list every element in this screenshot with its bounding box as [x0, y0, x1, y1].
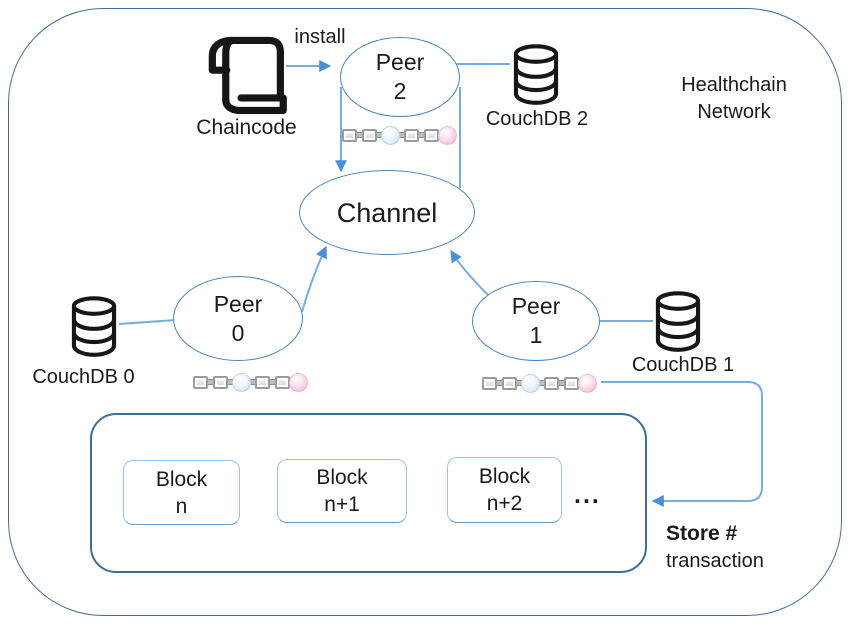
chain-link-icon [404, 128, 419, 142]
chain-pin-icon [419, 132, 424, 138]
database-icon [655, 291, 701, 352]
couchdb-2-node [508, 44, 564, 111]
chain-link-icon [564, 376, 579, 390]
network-name-line1: Healthchain [681, 74, 787, 96]
chain-ball-pink-icon [289, 372, 308, 392]
database-icon [513, 44, 559, 105]
blocks-ellipsis: ... [574, 481, 601, 509]
blockchain-chain-icon [193, 372, 308, 392]
chain-ball-pink-icon [578, 373, 597, 393]
chain-link-icon [482, 376, 497, 390]
chain-pin-icon [208, 379, 213, 385]
store-transaction-note: Store # transaction [666, 520, 806, 574]
chain-pin-icon [250, 379, 255, 385]
peer0-to-channel-arrow [301, 245, 327, 313]
chain-pin-icon [559, 380, 564, 386]
peer-0-name-line1: Peer [213, 290, 263, 317]
network-name: Healthchain Network [650, 72, 818, 126]
chain-link-icon [255, 375, 270, 389]
chain-ball-blue-icon [232, 372, 251, 392]
block-n-line1: Block [155, 467, 208, 491]
chain-pin-icon [497, 380, 502, 386]
chain-link-icon [424, 128, 439, 142]
install-label: install [294, 26, 346, 48]
chain-pin-icon [357, 132, 362, 138]
peer1-to-channel-arrow [450, 249, 489, 296]
block-n-line2: n [175, 494, 188, 518]
peer-0-node: Peer 0 [173, 276, 303, 361]
chain-link-icon [213, 375, 228, 389]
chain-ball-blue-icon [381, 125, 400, 145]
chain-ball-blue-icon [521, 373, 540, 393]
chain-pin-icon [228, 379, 233, 385]
block-n1-line2: n+1 [324, 493, 360, 516]
chain-link-icon [193, 375, 208, 389]
chain-link-icon [342, 128, 357, 142]
block-n1: Block n+1 [277, 459, 407, 523]
chain-pin-icon [517, 380, 522, 386]
peer-2-name-line2: 2 [393, 78, 407, 104]
channel-label: Channel [336, 197, 438, 228]
chaincode-label: Chaincode [196, 116, 297, 139]
blockchain-chain-icon [482, 373, 597, 393]
peer-2-node: Peer 2 [340, 37, 460, 117]
network-name-line2: Network [697, 101, 771, 123]
block-n2-line1: Block [478, 465, 531, 488]
couchdb-0-node [66, 296, 122, 363]
chain-pin-icon [377, 132, 382, 138]
network-boundary [8, 8, 842, 616]
chain-ball-pink-icon [438, 125, 457, 145]
channel-node: Channel [299, 170, 475, 255]
chain-link-icon [544, 376, 559, 390]
couchdb-1-node [650, 291, 706, 358]
peer-1-node: Peer 1 [472, 281, 600, 361]
chaincode-node [197, 30, 289, 118]
peer-2-name-line1: Peer [375, 49, 425, 75]
blockchain-chain-icon [342, 125, 457, 145]
chain-link-icon [502, 376, 517, 390]
couchdb-1-label: CouchDB 1 [631, 354, 735, 376]
block-n1-line1: Block [316, 466, 368, 489]
peer-1-name-line1: Peer [511, 293, 561, 319]
chain-pin-icon [270, 379, 275, 385]
block-n: Block n [123, 460, 240, 525]
chain-link-icon [362, 128, 377, 142]
chain-pin-icon [539, 380, 544, 386]
peer-0-name-line2: 0 [231, 319, 245, 346]
peer-1-name-line2: 1 [529, 322, 543, 348]
couchdb0-peer0-link [118, 319, 177, 325]
chain-pin-icon [399, 132, 404, 138]
block-n2: Block n+2 [447, 457, 562, 523]
ledger-store-arrow [601, 381, 763, 507]
store-note-line1: Store # [666, 522, 738, 545]
database-icon [71, 296, 117, 357]
store-note-line2: transaction [666, 550, 764, 572]
couchdb-2-label: CouchDB 2 [485, 108, 589, 130]
scroll-icon [208, 36, 287, 115]
couchdb-0-label: CouchDB 0 [32, 366, 135, 388]
block-n2-line2: n+2 [486, 492, 523, 515]
chain-link-icon [275, 375, 290, 389]
